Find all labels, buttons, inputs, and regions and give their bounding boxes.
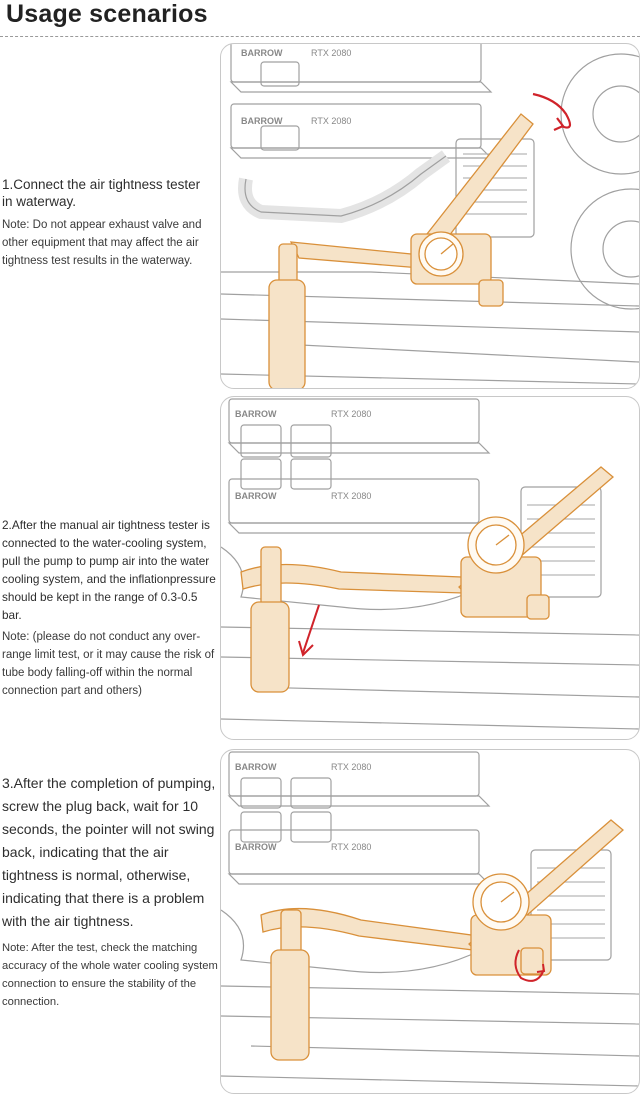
step-2: 2.After the manual air tightness tester … [0, 394, 640, 742]
screw-arrow-icon [514, 949, 546, 982]
gpu-label: RTX 2080 [311, 48, 351, 58]
page-title: Usage scenarios [6, 0, 208, 28]
step-2-text: 2.After the manual air tightness tester … [2, 516, 220, 700]
brand-label: BARROW [235, 762, 277, 772]
fan-bottom [570, 188, 639, 310]
step-3-title: 3.After the completion of pumping, screw… [2, 775, 216, 929]
air-tightness-tester [240, 466, 615, 693]
gpu-label: RTX 2080 [331, 762, 371, 772]
step-2-illustration: BARROW RTX 2080 BARROW RTX 2080 [220, 396, 640, 740]
step-1-note: Note: Do not appear exhaust valve and ot… [2, 219, 202, 267]
gpu-label: RTX 2080 [331, 491, 371, 501]
pull-arrow-icon [298, 604, 320, 657]
pump-unit [455, 138, 535, 238]
page-header: Usage scenarios [0, 0, 640, 40]
step-2-title: 2.After the manual air tightness tester … [2, 518, 216, 622]
brand-label: BARROW [235, 491, 277, 501]
step-3-illustration: BARROW RTX 2080 BARROW RTX 2080 [220, 749, 640, 1094]
step-3-text: 3.After the completion of pumping, screw… [2, 772, 220, 1011]
step-1: 1.Connect the air tightness tester in wa… [0, 40, 640, 390]
brand-label: BARROW [241, 48, 283, 58]
brand-label: BARROW [241, 116, 283, 126]
header-divider [0, 36, 640, 37]
step-3-note: Note: After the test, check the matching… [2, 942, 218, 1008]
air-tightness-tester [260, 819, 624, 1061]
fan-top [560, 53, 639, 175]
step-3-drawing: BARROW RTX 2080 BARROW RTX 2080 [221, 751, 639, 1087]
gpu-label: RTX 2080 [331, 842, 371, 852]
gpu-label: RTX 2080 [331, 409, 371, 419]
step-1-title: 1.Connect the air tightness tester in wa… [2, 177, 201, 209]
gpu-label: RTX 2080 [311, 116, 351, 126]
air-tightness-tester [268, 113, 534, 388]
brand-label: BARROW [235, 409, 277, 419]
step-1-text: 1.Connect the air tightness tester in wa… [2, 176, 212, 270]
step-2-note: Note: (please do not conduct any over-ra… [2, 631, 215, 697]
step-1-drawing: BARROW RTX 2080 BARROW RTX 2080 [221, 44, 639, 388]
brand-label: BARROW [235, 842, 277, 852]
step-3: 3.After the completion of pumping, screw… [0, 746, 640, 1095]
step-1-illustration: BARROW RTX 2080 BARROW RTX 2080 [220, 43, 640, 389]
rotate-arrow-icon [532, 92, 572, 132]
step-2-drawing: BARROW RTX 2080 BARROW RTX 2080 [221, 398, 639, 730]
